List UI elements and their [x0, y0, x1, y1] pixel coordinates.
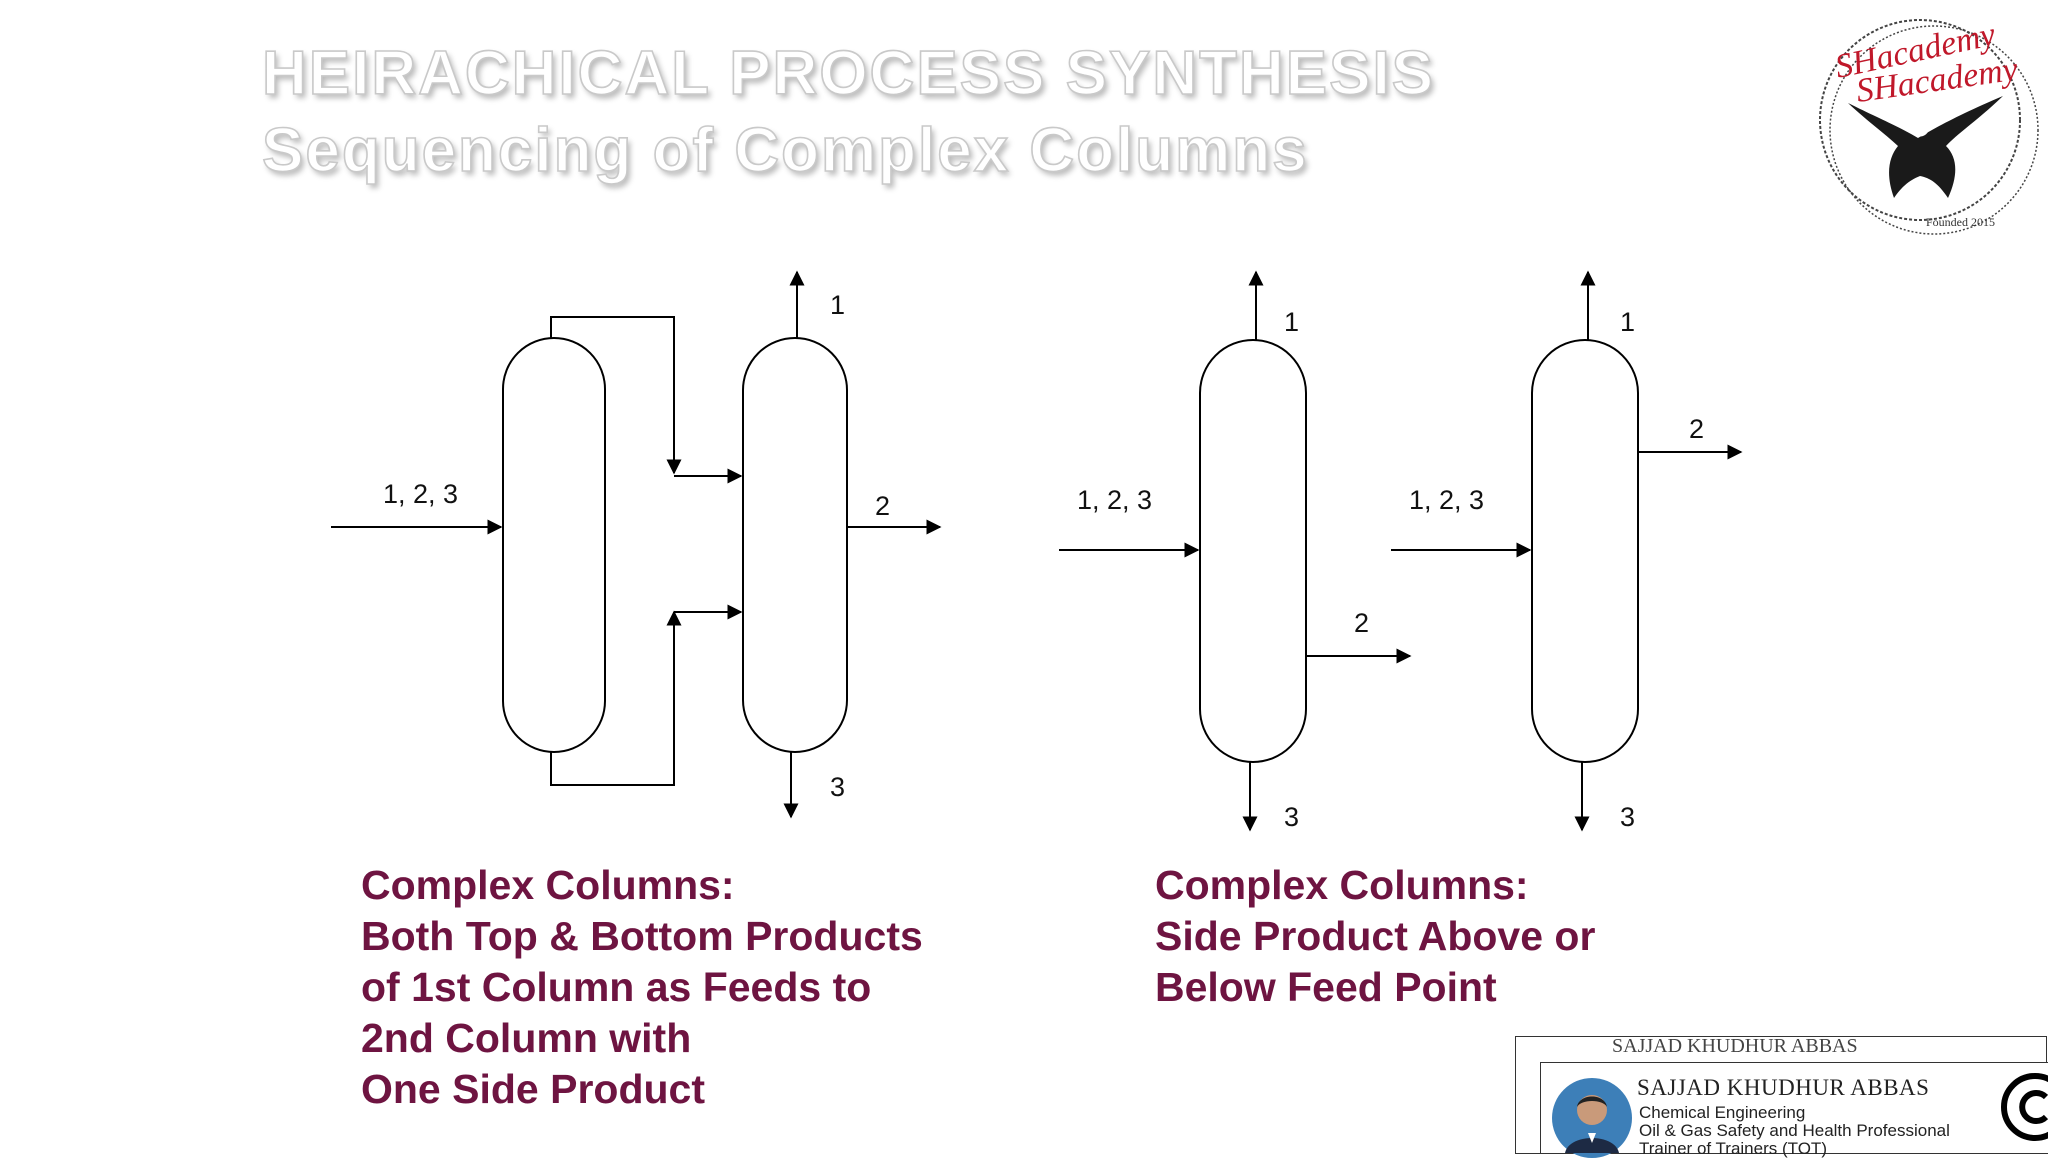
feed-label-left: 1, 2, 3	[383, 479, 458, 509]
feed-label-right: 1, 2, 3	[1409, 485, 1484, 515]
logo-founded: Founded 2015	[1926, 215, 1995, 229]
bottom-label-mid: 3	[1284, 802, 1299, 832]
caption-right-line: Side Product Above or	[1155, 913, 1596, 959]
presenter-name: SAJJAD KHUDHUR ABBAS	[1637, 1075, 1930, 1100]
page-subtitle: Sequencing of Complex Columns	[261, 115, 1309, 186]
presenter-line-3: Trainer of Trainers (TOT)	[1639, 1139, 1827, 1158]
eagle-icon	[1848, 96, 2003, 198]
presenter-line-2: Oil & Gas Safety and Health Professional	[1639, 1121, 1950, 1140]
page-title: HEIRACHICAL PROCESS SYNTHESIS	[261, 38, 1436, 109]
feed-label-mid: 1, 2, 3	[1077, 485, 1152, 515]
caption-left-line: of 1st Column as Feeds to	[361, 964, 872, 1010]
caption-right-line: Below Feed Point	[1155, 964, 1497, 1010]
shacademy-logo: SHacademy SHacademy Founded 2015	[1819, 16, 2039, 235]
top-label-left: 1	[830, 290, 845, 320]
presenter-card: SAJJAD KHUDHUR ABBAS Chemical Engineerin…	[1540, 1062, 2048, 1158]
side-label-left: 2	[875, 491, 890, 521]
bottom-label-right: 3	[1620, 802, 1635, 832]
side-label-right: 2	[1689, 414, 1704, 444]
column-b	[742, 337, 848, 753]
avatar	[1552, 1078, 1632, 1158]
top-label-right: 1	[1620, 307, 1635, 337]
caption-left-line: 2nd Column with	[361, 1015, 692, 1061]
top-label-mid: 1	[1284, 307, 1299, 337]
caption-left-line: Complex Columns:	[361, 862, 735, 908]
bottom-product-line-a	[550, 610, 682, 786]
column-right	[1531, 339, 1639, 763]
column-a	[502, 337, 606, 753]
column-mid	[1199, 339, 1307, 763]
caption-left: Complex Columns: Both Top & Bottom Produ…	[361, 860, 923, 1115]
caption-right: Complex Columns: Side Product Above or B…	[1155, 860, 1595, 1013]
side-label-mid: 2	[1354, 608, 1369, 638]
caption-left-line: Both Top & Bottom Products	[361, 913, 923, 959]
copyright-icon	[2001, 1073, 2048, 1141]
top-product-line-a	[550, 316, 675, 473]
bottom-label-left: 3	[830, 772, 845, 802]
caption-left-line: One Side Product	[361, 1066, 705, 1112]
presenter-line-1: Chemical Engineering	[1639, 1103, 1806, 1122]
presenter-name-back: SAJJAD KHUDHUR ABBAS	[1612, 1035, 1858, 1057]
caption-right-line: Complex Columns:	[1155, 862, 1529, 908]
